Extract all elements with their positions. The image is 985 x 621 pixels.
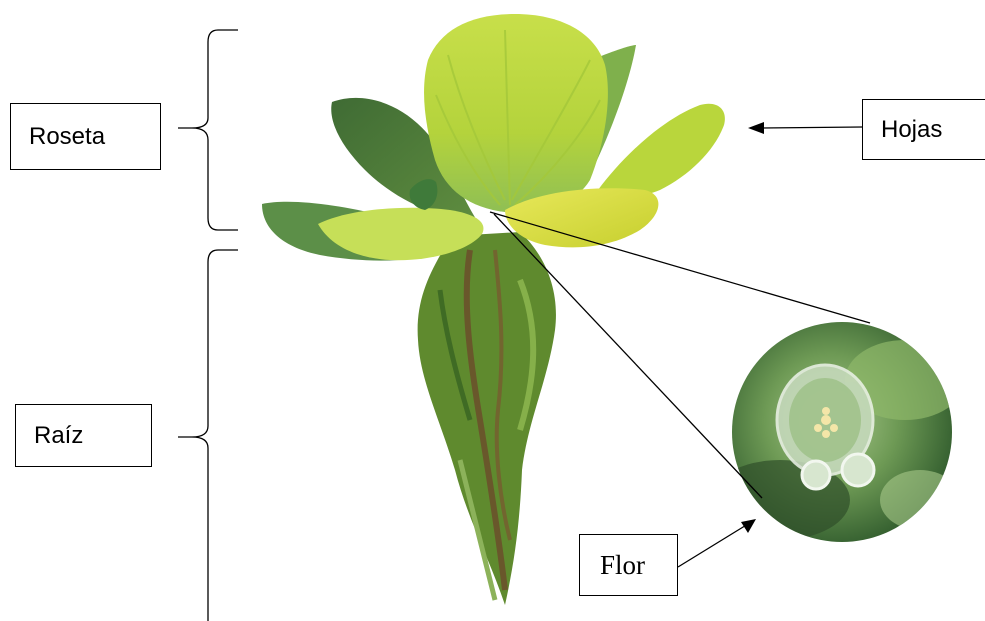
- leaf-center: [424, 14, 608, 213]
- raiz-label-text: Raíz: [34, 422, 83, 450]
- roseta-bracket: [178, 30, 238, 230]
- hojas-label: Hojas: [862, 99, 985, 160]
- hojas-arrow-line: [760, 127, 862, 128]
- raiz-bracket: [178, 250, 238, 621]
- hojas-label-text: Hojas: [881, 116, 942, 144]
- flor-label-text: Flor: [600, 550, 645, 581]
- leaf-right: [598, 104, 725, 198]
- hojas-arrowhead: [748, 122, 764, 134]
- plant-illustration: [262, 14, 725, 605]
- flower-closeup: [710, 322, 965, 542]
- root-mass: [418, 232, 556, 605]
- roseta-label-text: Roseta: [29, 123, 105, 151]
- flor-label: Flor: [579, 534, 678, 596]
- flor-arrowhead: [741, 519, 756, 533]
- roseta-label: Roseta: [10, 103, 161, 170]
- flor-arrow-line: [678, 524, 748, 567]
- raiz-label: Raíz: [15, 404, 152, 467]
